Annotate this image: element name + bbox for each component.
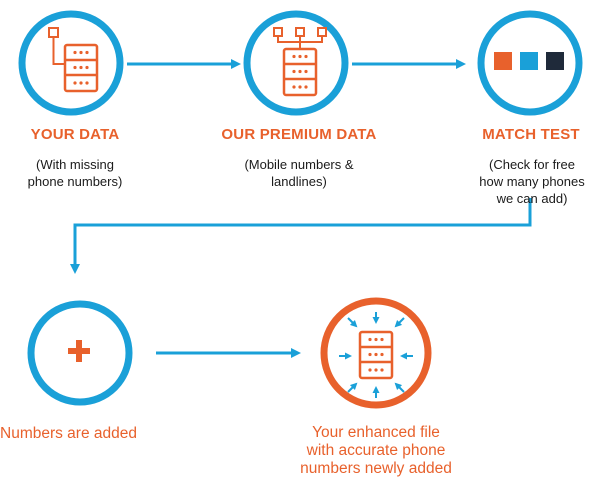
step-match-test-title: MATCH TEST xyxy=(482,126,580,143)
step-enhanced-file-node xyxy=(320,297,432,409)
subtitle-line: landlines) xyxy=(271,174,327,189)
database-inward-arrows-icon xyxy=(339,312,413,398)
title-line: with accurate phone xyxy=(306,442,446,459)
step-your-data-subtitle: (With missing phone numbers) xyxy=(10,156,140,190)
step-premium-data-subtitle: (Mobile numbers & landlines) xyxy=(224,156,374,190)
step-premium-data-node xyxy=(243,10,349,116)
subtitle-line: (With missing xyxy=(35,157,114,172)
ring-circle xyxy=(27,300,133,406)
subtitle-line: (Check for free xyxy=(489,157,575,172)
step-match-test-subtitle: (Check for free how many phones we can a… xyxy=(467,156,597,207)
plus-icon xyxy=(68,340,90,362)
ring-circle xyxy=(320,297,432,409)
step-your-data-node xyxy=(18,10,124,116)
arrow-step3-to-step4 xyxy=(70,198,532,274)
step-numbers-added-node xyxy=(27,300,133,406)
title-line: numbers newly added xyxy=(300,460,452,477)
ring-circle xyxy=(18,10,124,116)
step-numbers-added-title: Numbers are added xyxy=(0,425,137,442)
title-line: Your enhanced file xyxy=(312,424,440,441)
step-enhanced-file-title: Your enhanced file with accurate phone n… xyxy=(286,424,466,478)
subtitle-line: (Mobile numbers & xyxy=(244,157,354,172)
database-network-icon xyxy=(273,27,327,97)
color-squares-icon xyxy=(494,52,564,70)
database-icon xyxy=(48,27,99,93)
step-premium-data-title: OUR PREMIUM DATA xyxy=(221,126,377,143)
step-your-data-title: YOUR DATA xyxy=(30,126,120,143)
ring-circle xyxy=(477,10,583,116)
subtitle-line: how many phones xyxy=(479,174,585,189)
step-match-test-node xyxy=(477,10,583,116)
subtitle-line: we can add) xyxy=(496,191,568,206)
subtitle-line: phone numbers) xyxy=(27,174,123,189)
ring-circle xyxy=(243,10,349,116)
